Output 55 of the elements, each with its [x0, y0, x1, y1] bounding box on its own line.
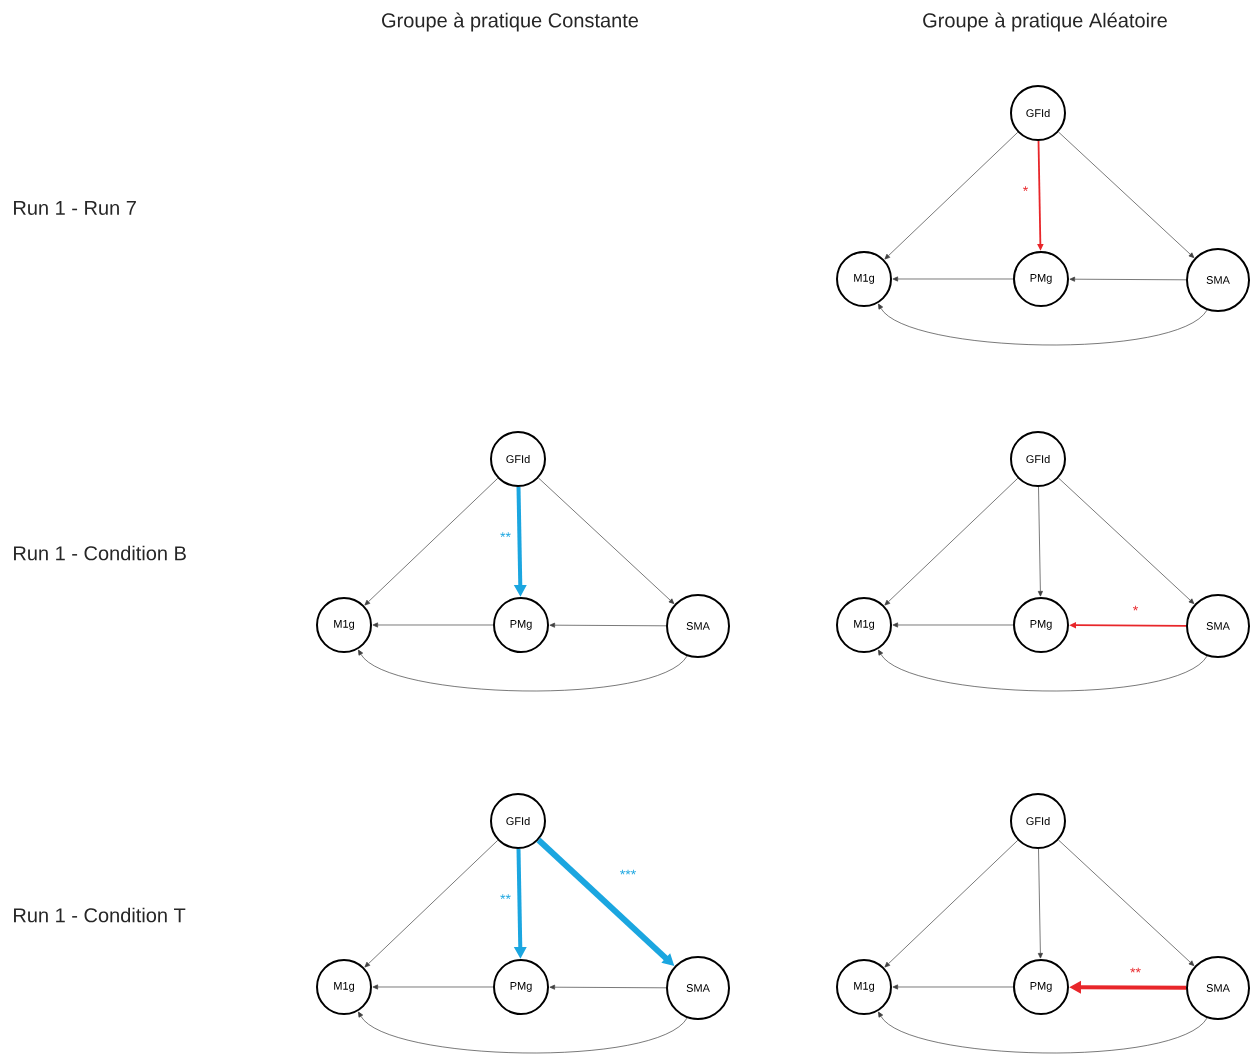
curved-arrow [878, 649, 1208, 692]
circle-node: GFId [490, 431, 546, 487]
circle-node: M1g [836, 959, 892, 1015]
edge-label: ** [1128, 965, 1143, 980]
circle-node: PMg [1013, 251, 1069, 307]
arrow [884, 839, 1019, 968]
circle-node: M1g [316, 959, 372, 1015]
circle-node: SMA [666, 594, 730, 658]
edge-label: ** [498, 892, 513, 906]
circle-node: PMg [1013, 959, 1069, 1015]
edge-label: ** [498, 530, 513, 544]
arrow [1037, 486, 1043, 597]
circle-node: GFId [1010, 431, 1066, 487]
arrow [549, 622, 667, 628]
curved-arrow [358, 649, 688, 692]
circle-node: GFId [1010, 85, 1066, 141]
row-label: Run 1 - Run 7 [14, 201, 136, 215]
arrow [892, 622, 1014, 628]
arrow [538, 477, 675, 604]
circle-node: M1g [836, 597, 892, 653]
circle-node: GFId [490, 793, 546, 849]
arrow [884, 131, 1019, 260]
arrow [884, 477, 1019, 606]
column-header: Groupe à pratique Aléatoire [923, 12, 1167, 32]
arrow [1058, 839, 1195, 966]
circle-node: PMg [1013, 597, 1069, 653]
circle-node: M1g [836, 251, 892, 307]
curved-arrow [878, 1011, 1208, 1054]
edge-label: * [1130, 603, 1141, 618]
arrow [1069, 276, 1187, 282]
circle-node: SMA [1186, 248, 1250, 312]
circle-node: PMg [493, 959, 549, 1015]
column-header: Groupe à pratique Constante [382, 12, 639, 32]
row-label: Run 1 - Condition B [14, 545, 186, 561]
arrow [364, 839, 499, 968]
arrow [892, 984, 1014, 990]
circle-node: SMA [666, 956, 730, 1020]
arrow [1037, 848, 1043, 959]
row-label: Run 1 - Condition T [14, 907, 186, 923]
arrow [372, 622, 494, 628]
circle-node: SMA [1186, 594, 1250, 658]
arrow [372, 984, 494, 990]
circle-node: M1g [316, 597, 372, 653]
arrow [1058, 477, 1195, 604]
edge-label: *** [617, 867, 639, 882]
circle-node: GFId [1010, 793, 1066, 849]
curved-arrow [358, 1011, 688, 1054]
arrow [549, 984, 667, 990]
arrow [364, 477, 499, 606]
edge-label: * [1020, 184, 1031, 198]
circle-node: PMg [493, 597, 549, 653]
arrow [892, 276, 1014, 282]
curved-arrow [878, 303, 1208, 346]
arrow [1058, 131, 1195, 258]
circle-node: SMA [1186, 956, 1250, 1020]
